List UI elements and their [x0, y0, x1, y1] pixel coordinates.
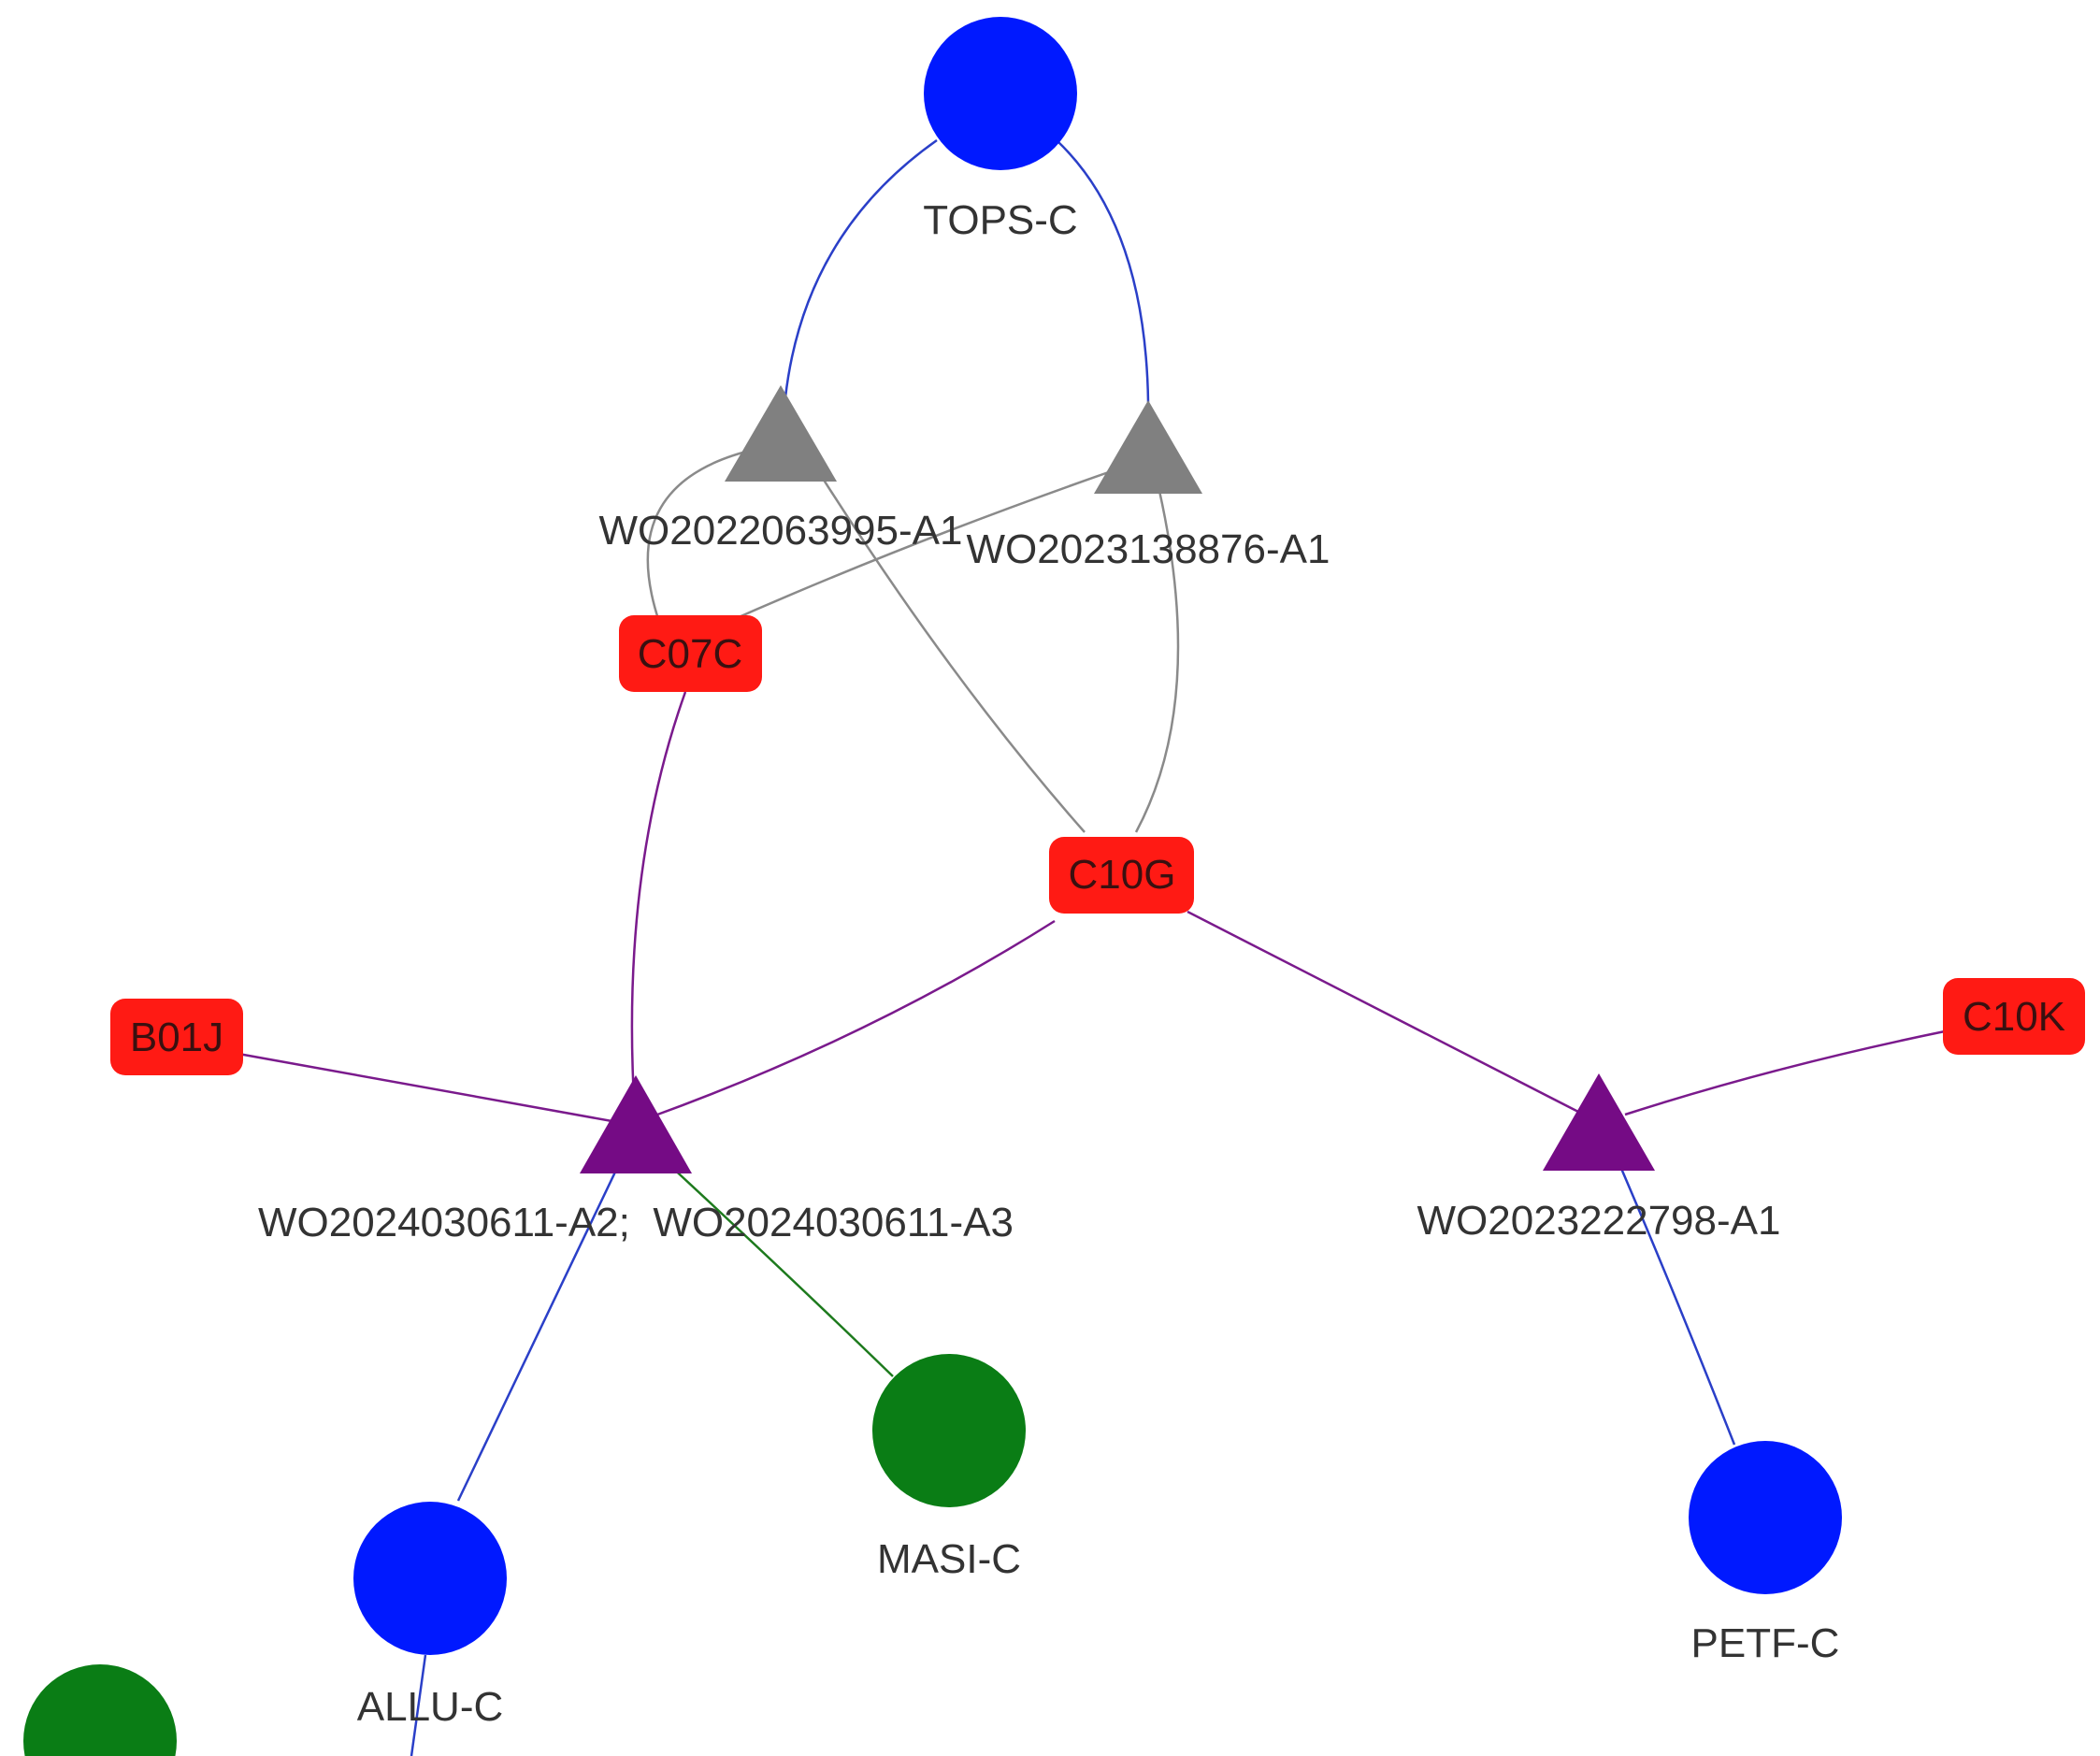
masi-label: MASI-C — [877, 1536, 1021, 1582]
node-corner-green[interactable] — [23, 1664, 177, 1756]
tops-label: TOPS-C — [923, 197, 1077, 243]
c10g-label: C10G — [1069, 852, 1176, 898]
wo2022063995-label: WO2022063995-A1 — [599, 508, 963, 554]
node-c07c[interactable]: C07C — [619, 615, 762, 692]
wo2024030611-label: WO2024030611-A2; WO2024030611-A3 — [258, 1200, 1014, 1245]
edge-wo2024030611-masi — [668, 1163, 894, 1377]
wo2023222798-triangle — [1543, 1073, 1655, 1171]
node-wo2024030611[interactable]: WO2024030611-A2; WO2024030611-A3 — [258, 1075, 1014, 1245]
edge-wo2023138876-c07c — [721, 466, 1123, 626]
wo2023138876-label: WO2023138876-A1 — [967, 526, 1330, 572]
c10k-label: C10K — [1963, 994, 2065, 1040]
edge-c07c-wo2024030611 — [630, 691, 687, 1100]
petf-circle — [1689, 1441, 1842, 1594]
node-tops[interactable]: TOPS-C — [923, 17, 1078, 243]
edge-wo2022063995-c10g — [802, 448, 1086, 833]
node-allu[interactable]: ALLU-C — [353, 1502, 507, 1730]
edge-c10g-wo2024030611 — [649, 919, 1056, 1119]
edge-c10k-wo2023222798 — [1624, 1029, 1946, 1116]
edge-c10g-wo2023222798 — [1187, 910, 1581, 1115]
wo2024030611-triangle — [580, 1075, 692, 1173]
allu-circle — [353, 1502, 507, 1655]
corner-green-circle — [23, 1664, 177, 1756]
edge-wo2023138876-c10g — [1134, 490, 1180, 833]
node-wo2023222798[interactable]: WO2023222798-A1 — [1417, 1073, 1781, 1244]
c07c-box — [619, 615, 762, 692]
edge-wo2023222798-petf — [1618, 1163, 1736, 1446]
node-c10g[interactable]: C10G — [1049, 837, 1194, 914]
wo2022063995-triangle — [725, 385, 837, 482]
edges — [237, 138, 1946, 1756]
allu-label: ALLU-C — [357, 1684, 504, 1730]
wo2023222798-label: WO2023222798-A1 — [1417, 1198, 1781, 1244]
edge-wo2024030611-allu — [456, 1163, 621, 1502]
c10g-box — [1049, 837, 1194, 914]
tops-circle — [924, 17, 1077, 170]
c10k-box — [1943, 978, 2085, 1055]
edge-tops-wo2023138876 — [1056, 139, 1150, 403]
edge-tops-wo2022063995 — [784, 138, 938, 398]
masi-circle — [872, 1354, 1026, 1507]
b01j-box — [110, 999, 243, 1075]
node-masi[interactable]: MASI-C — [872, 1354, 1026, 1582]
edge-allu-offscreen — [410, 1654, 427, 1756]
edge-b01j-wo2024030611 — [237, 1052, 618, 1124]
node-c10k[interactable]: C10K — [1943, 978, 2085, 1055]
c07c-label: C07C — [638, 631, 743, 677]
node-petf[interactable]: PETF-C — [1689, 1441, 1842, 1666]
node-b01j[interactable]: B01J — [110, 999, 243, 1075]
wo2023138876-triangle — [1094, 400, 1202, 494]
petf-label: PETF-C — [1691, 1620, 1840, 1666]
b01j-label: B01J — [130, 1015, 223, 1060]
node-wo2022063995[interactable]: WO2022063995-A1 — [599, 385, 963, 554]
node-wo2023138876[interactable]: WO2023138876-A1 — [967, 400, 1330, 572]
edge-wo2022063995-c07c — [646, 447, 758, 623]
